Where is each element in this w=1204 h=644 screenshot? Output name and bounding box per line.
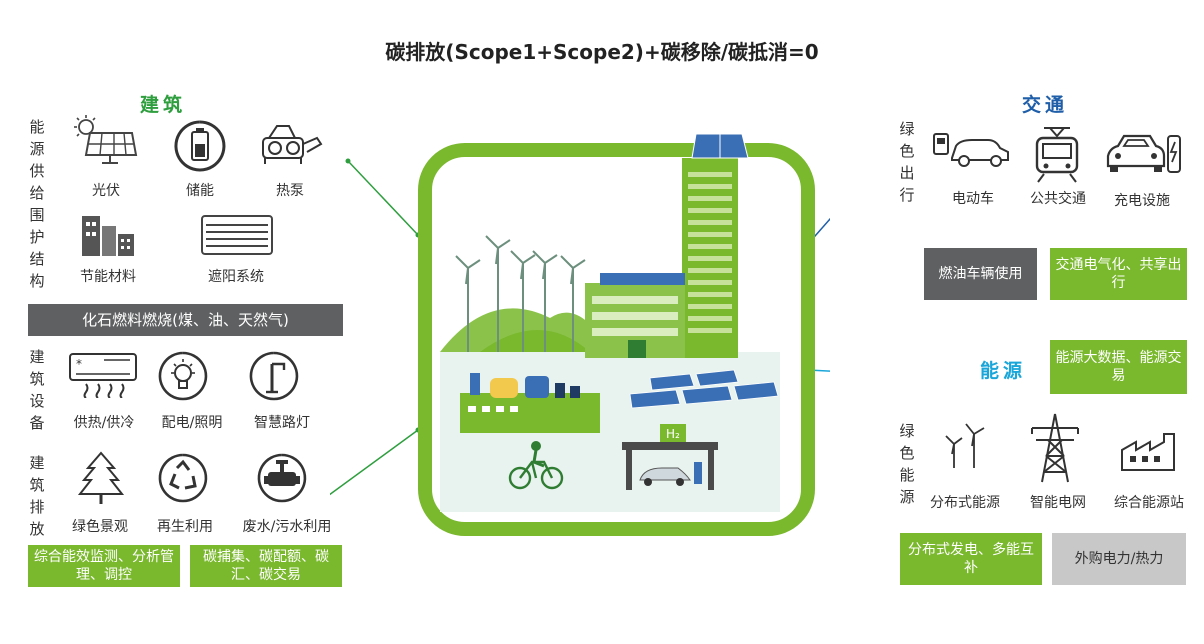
transport-heading: 交通	[1022, 94, 1069, 116]
distributed-generation-box: 分布式发电、多能互补	[900, 533, 1042, 585]
water-valve-icon	[256, 452, 308, 504]
power-grid-tower-icon	[1024, 412, 1086, 484]
charging-station-icon	[1104, 130, 1188, 178]
energy-label-grid: 智能电网	[1030, 495, 1086, 511]
row4-label-wastewater: 废水/污水利用	[242, 519, 332, 535]
solar-panel-icon	[68, 115, 138, 165]
energy-supply-label: 能源供给围护结构	[29, 118, 45, 290]
energy-station-icon	[1120, 432, 1180, 472]
heat-pump-icon	[255, 120, 325, 168]
electric-car-icon	[932, 128, 1012, 172]
row4-label-recycle: 再生利用	[157, 519, 213, 535]
green-energy-label: 绿色能源	[899, 422, 915, 506]
battery-storage-icon	[172, 118, 228, 174]
transport-electrification-box: 交通电气化、共享出行	[1050, 248, 1187, 300]
row1-label-heatpump: 热泵	[276, 183, 304, 199]
building-heading: 建筑	[140, 94, 187, 116]
hydrogen-label: H₂	[666, 427, 680, 441]
transport-label-public: 公共交通	[1030, 191, 1086, 207]
energy-label-distributed: 分布式能源	[930, 495, 1000, 511]
row2-label-shading: 遮阳系统	[208, 269, 264, 285]
transport-label-ev: 电动车	[952, 191, 994, 207]
transport-label-charging: 充电设施	[1114, 193, 1170, 209]
row3-label-hvac: 供热/供冷	[73, 415, 135, 431]
energy-monitoring-box: 综合能效监测、分析管理、调控	[28, 545, 180, 587]
air-conditioner-icon: *	[68, 352, 138, 398]
svg-text:*: *	[76, 357, 82, 371]
building-emission-label: 建筑排放	[29, 454, 45, 538]
purchased-power-box: 外购电力/热力	[1052, 533, 1186, 585]
row1-label-storage: 储能	[186, 183, 214, 199]
green-travel-label: 绿色出行	[899, 120, 915, 204]
row4-label-landscape: 绿色景观	[72, 519, 128, 535]
energy-heading: 能源	[980, 360, 1027, 382]
sunshade-blinds-icon	[200, 214, 274, 256]
building-materials-icon	[78, 212, 138, 258]
row2-label-materials: 节能材料	[80, 269, 136, 285]
recycle-icon	[157, 452, 209, 504]
row3-label-streetlamp: 智慧路灯	[254, 415, 310, 431]
fossil-fuel-bar: 化石燃料燃烧(煤、油、天然气)	[28, 304, 343, 336]
energy-label-station: 综合能源站	[1114, 495, 1184, 511]
row1-label-pv: 光伏	[92, 183, 120, 199]
city-illustration: H₂	[330, 133, 830, 536]
page-title: 碳排放(Scope1+Scope2)+碳移除/碳抵消=0	[385, 40, 819, 64]
row3-label-lighting: 配电/照明	[161, 415, 223, 431]
wind-turbine-icon	[940, 422, 990, 472]
carbon-trading-box: 碳捕集、碳配额、碳汇、碳交易	[190, 545, 342, 587]
bus-icon	[1024, 126, 1090, 184]
energy-bigdata-box: 能源大数据、能源交易	[1050, 340, 1187, 394]
tree-icon	[76, 450, 126, 506]
building-equipment-label: 建筑设备	[29, 348, 45, 432]
fuel-vehicle-box: 燃油车辆使用	[924, 248, 1037, 300]
light-bulb-icon	[157, 350, 209, 402]
street-lamp-icon	[248, 350, 300, 402]
